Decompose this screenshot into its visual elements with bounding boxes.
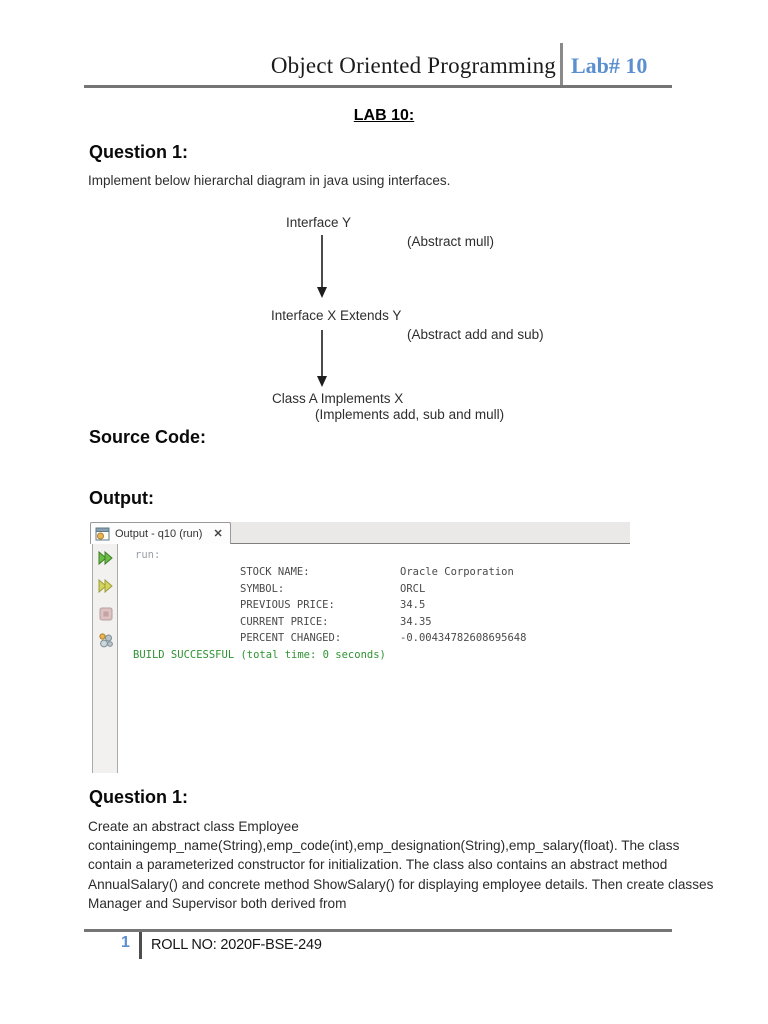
lab-heading: LAB 10: [353, 107, 415, 124]
output-heading: Output: [89, 488, 154, 508]
build-successful-message: BUILD SUCCESSFUL (total time: 0 seconds) [133, 649, 386, 661]
console-row-value: 34.5 [400, 599, 426, 611]
page-number: 1 [121, 934, 130, 951]
roll-number: ROLL NO: 2020F-BSE-249 [151, 937, 322, 953]
question-1b-paragraph: Create an abstract class Employee contai… [88, 819, 714, 911]
tab-output-q10-run[interactable]: Output - q10 (run) ✕ [90, 522, 231, 544]
netbeans-output-window: Output - q10 (run) ✕ [90, 522, 630, 773]
console-row-label: SYMBOL: [240, 583, 285, 595]
console-row-value: -0.00434782608695648 [400, 632, 527, 644]
header-divider [560, 43, 563, 86]
console-toolbar [92, 544, 118, 773]
source-code-heading: Source Code: [89, 427, 207, 447]
rerun-icon[interactable] [98, 550, 114, 566]
arrow-down-icon [317, 235, 327, 298]
footer-rule [84, 929, 672, 932]
close-icon[interactable]: ✕ [213, 528, 223, 540]
diagram-note-abstract-add-sub: (Abstract add and sub) [407, 327, 544, 342]
diagram-node-interface-x: Interface X Extends Y [271, 308, 402, 323]
diagram-node-interface-y: Interface Y [286, 215, 352, 230]
arrow-down-icon [317, 330, 327, 387]
question-1b-heading: Question 1: [89, 787, 189, 807]
console-row-label: STOCK NAME: [240, 566, 310, 578]
lab-number: Lab# 10 [571, 53, 648, 78]
diagram-note-implements: (Implements add, sub and mull) [315, 407, 505, 422]
stop-icon[interactable] [98, 606, 114, 622]
settings-icon[interactable] [98, 632, 114, 648]
console-tab-bar: Output - q10 (run) ✕ [90, 522, 630, 544]
diagram-node-class-a: Class A Implements X [272, 391, 404, 406]
output-window-icon [95, 527, 110, 540]
console-row-value: Oracle Corporation [400, 566, 514, 578]
diagram-note-abstract-mull: (Abstract mull) [407, 234, 495, 249]
console-row-value: ORCL [400, 583, 426, 595]
tab-label: Output - q10 (run) [115, 527, 203, 540]
console-run-label: run: [135, 549, 161, 561]
footer-divider [139, 932, 142, 959]
console-row-value: 34.35 [400, 616, 432, 628]
page-title: Object Oriented Programming [270, 53, 556, 78]
console-row-label: PREVIOUS PRICE: [240, 599, 335, 611]
rerun-alt-icon[interactable] [98, 578, 114, 594]
console-row-label: CURRENT PRICE: [240, 616, 329, 628]
console-row-label: PERCENT CHANGED: [240, 632, 342, 644]
header-rule [84, 85, 672, 88]
question-1-intro: Implement below hierarchal diagram in ja… [88, 173, 451, 188]
question-1-heading: Question 1: [89, 142, 189, 162]
